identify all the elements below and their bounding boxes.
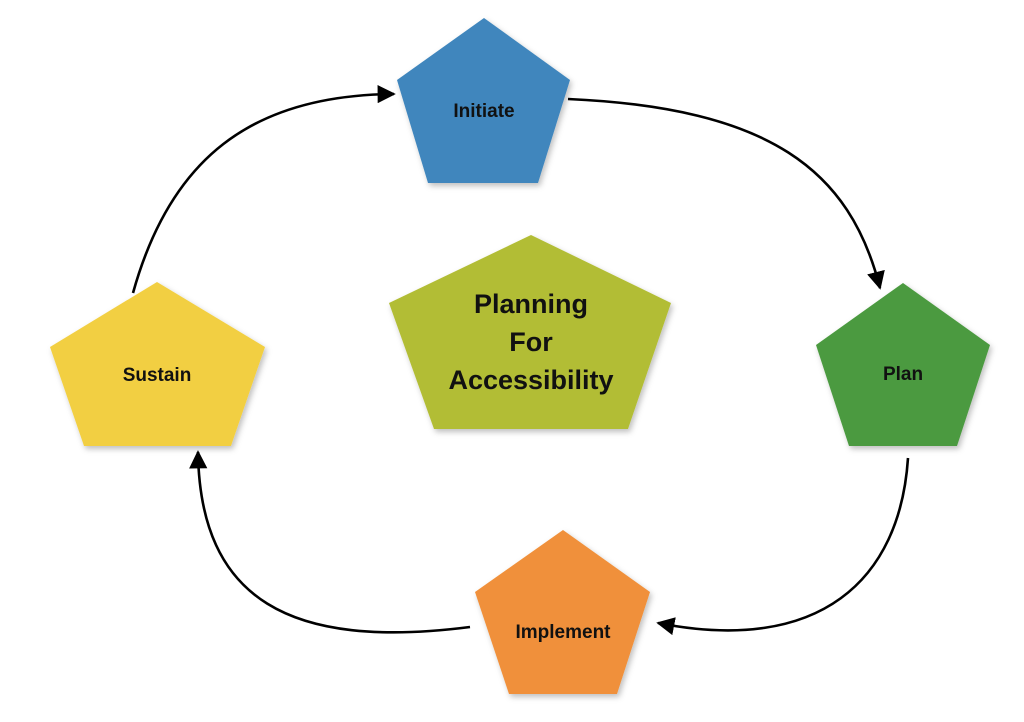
center-label-line-1: Planning	[474, 289, 588, 319]
center-label-line-2: For	[509, 327, 553, 357]
arrow-sustain-to-initiate	[131, 85, 396, 294]
implement-label: Implement	[515, 622, 611, 643]
arrow-initiate-to-plan	[567, 97, 885, 290]
arrow-plan-to-implement	[656, 457, 910, 636]
stage-plan: Plan	[816, 283, 990, 446]
stage-initiate: Initiate	[397, 18, 570, 183]
center-pentagon	[389, 235, 671, 429]
center-label-line-3: Accessibility	[448, 365, 613, 395]
center-topic: Planning For Accessibility	[389, 235, 671, 429]
stage-sustain: Sustain	[50, 282, 265, 446]
plan-label: Plan	[883, 364, 923, 385]
stage-implement: Implement	[475, 530, 650, 694]
initiate-label: Initiate	[453, 101, 514, 122]
plan-pentagon	[816, 283, 990, 446]
sustain-label: Sustain	[123, 365, 192, 386]
initiate-pentagon	[397, 18, 570, 183]
implement-pentagon	[475, 530, 650, 694]
sustain-pentagon	[50, 282, 265, 446]
arrow-implement-to-sustain	[189, 450, 471, 634]
